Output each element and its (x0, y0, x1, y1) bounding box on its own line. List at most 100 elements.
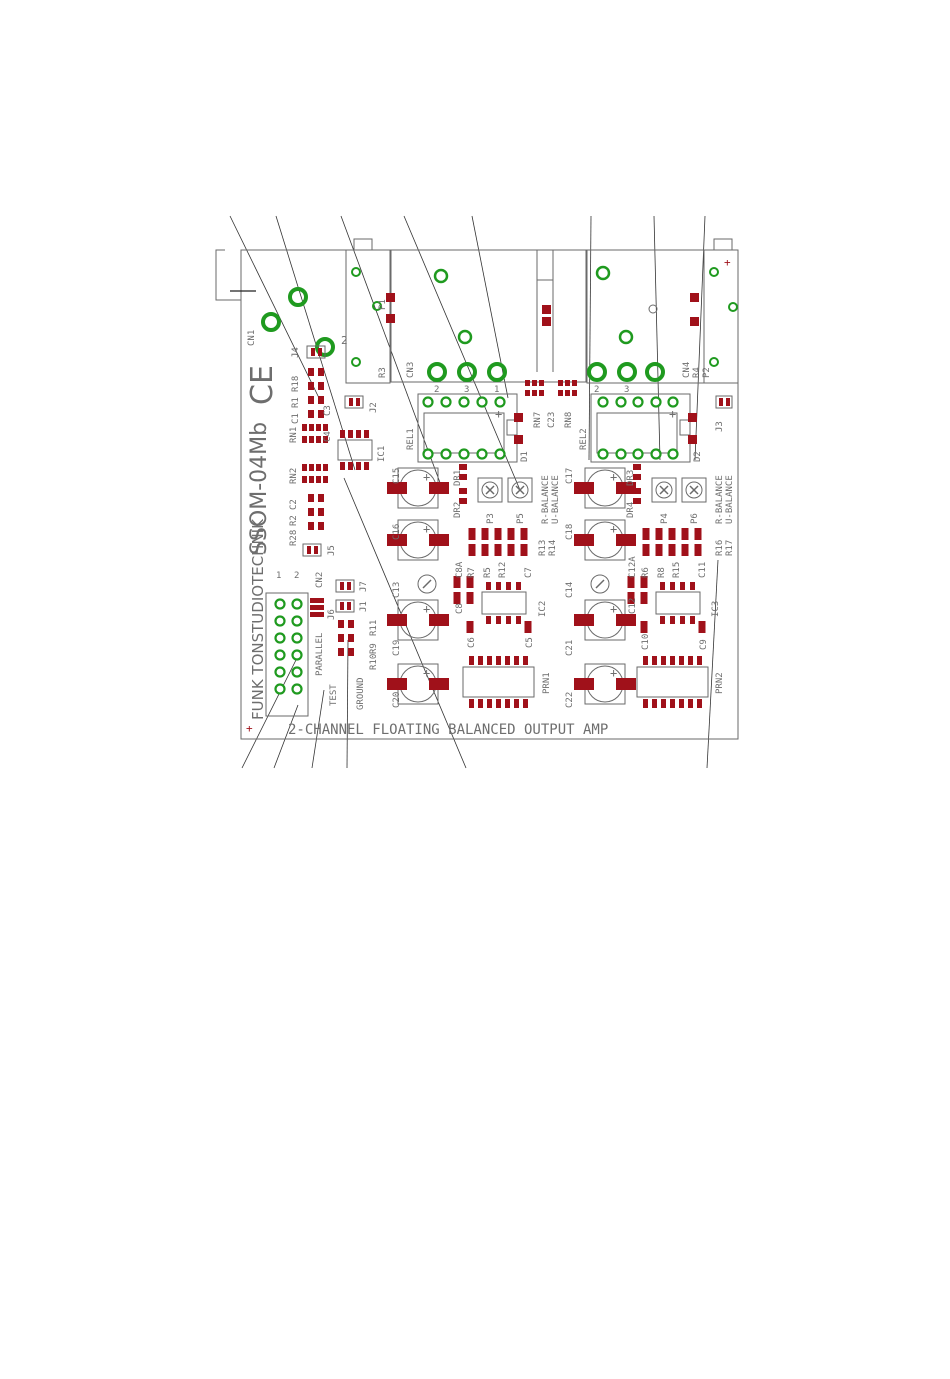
svg-text:C15: C15 (392, 468, 402, 484)
svg-text:C5: C5 (525, 637, 535, 648)
svg-text:SSOM-04Mb: SSOM-04Mb (247, 422, 272, 555)
svg-text:2: 2 (434, 385, 439, 395)
svg-text:TEST: TEST (329, 684, 339, 706)
svg-text:DR3: DR3 (626, 470, 636, 486)
left-column-components: FUNK TONSTUDIOTECHNIK SSOM-04Mb CE + J4 … (245, 345, 387, 735)
svg-text:C2: C2 (289, 499, 299, 510)
svg-text:1: 1 (276, 571, 281, 581)
svg-text:C19: C19 (392, 640, 402, 656)
svg-text:C21: C21 (565, 640, 575, 656)
svg-text:J7: J7 (359, 581, 369, 592)
cn3-connector: 2 3 1 CN3 R3 P1 (345, 249, 587, 395)
svg-text:3: 3 (464, 385, 469, 395)
svg-text:C17: C17 (565, 468, 575, 484)
cn4-connector: 2 3 + CN4 R4 P2 (586, 249, 739, 395)
svg-text:P6: P6 (690, 513, 700, 524)
svg-text:J4: J4 (291, 347, 301, 358)
svg-text:J5: J5 (327, 545, 337, 556)
svg-text:R15: R15 (672, 562, 682, 578)
svg-text:R-BALANCE: R-BALANCE (715, 475, 725, 524)
svg-text:3: 3 (624, 385, 629, 395)
svg-text:C11: C11 (698, 562, 708, 578)
svg-text:P2: P2 (702, 367, 712, 378)
svg-text:C1: C1 (291, 413, 301, 424)
svg-text:2: 2 (294, 571, 299, 581)
svg-text:DR2: DR2 (453, 502, 463, 518)
svg-text:C16: C16 (392, 524, 402, 540)
svg-text:PRN2: PRN2 (715, 672, 725, 694)
svg-text:C23: C23 (547, 412, 557, 428)
svg-text:+: + (246, 722, 253, 735)
svg-text:C8: C8 (455, 603, 465, 614)
svg-text:RN2: RN2 (289, 468, 299, 484)
svg-text:IC3: IC3 (711, 601, 721, 617)
cn1-connector: 2 CN1 (247, 287, 348, 357)
svg-text:J1: J1 (359, 601, 369, 612)
svg-text:DR1: DR1 (453, 470, 463, 486)
svg-text:CN3: CN3 (406, 362, 416, 378)
svg-text:REL2: REL2 (579, 428, 589, 450)
svg-text:R3: R3 (378, 367, 388, 378)
svg-text:R-BALANCE: R-BALANCE (541, 475, 551, 524)
svg-text:R16: R16 (715, 540, 725, 556)
svg-text:R9: R9 (369, 643, 379, 654)
svg-text:C12: C12 (628, 598, 638, 614)
svg-text:R5: R5 (483, 567, 493, 578)
svg-text:GROUND: GROUND (356, 677, 366, 710)
board-title: 2-CHANNEL FLOATING BALANCED OUTPUT AMP (288, 722, 608, 738)
svg-text:RN7: RN7 (533, 412, 543, 428)
svg-text:R2: R2 (289, 515, 299, 526)
svg-text:J2: J2 (369, 402, 379, 413)
svg-text:J6: J6 (327, 609, 337, 620)
svg-text:U-BALANCE: U-BALANCE (725, 475, 735, 524)
svg-text:RN8: RN8 (564, 412, 574, 428)
svg-text:C6: C6 (467, 637, 477, 648)
svg-text:DR4: DR4 (626, 502, 636, 518)
svg-text:C20: C20 (392, 692, 402, 708)
channel-2-components: C17 C18 C14 C21 C22 DR3 DR4 P4 P6 R-BALA… (565, 395, 735, 708)
svg-text:R18: R18 (291, 376, 301, 392)
svg-text:C18: C18 (565, 524, 575, 540)
svg-text:+: + (724, 256, 731, 269)
svg-text:C8A: C8A (455, 561, 465, 578)
svg-text:C22: C22 (565, 692, 575, 708)
svg-text:R14: R14 (548, 540, 558, 556)
svg-text:2: 2 (341, 334, 348, 347)
svg-text:C9: C9 (699, 639, 709, 650)
svg-text:IC1: IC1 (377, 446, 387, 462)
svg-text:R8: R8 (657, 567, 667, 578)
svg-text:+: + (669, 407, 676, 421)
svg-text:1: 1 (494, 385, 499, 395)
svg-text:R13: R13 (538, 540, 548, 556)
svg-text:CN4: CN4 (682, 362, 692, 378)
svg-text:R11: R11 (369, 620, 379, 636)
svg-text:IC2: IC2 (538, 601, 548, 617)
svg-text:J3: J3 (715, 421, 725, 432)
svg-text:U-BALANCE: U-BALANCE (551, 475, 561, 524)
svg-text:2: 2 (594, 385, 599, 395)
svg-text:P5: P5 (516, 513, 526, 524)
svg-text:C4: C4 (323, 431, 333, 442)
leader-lines-top (229, 215, 706, 491)
svg-text:D1: D1 (520, 451, 530, 462)
svg-text:+: + (495, 407, 502, 421)
svg-text:C13: C13 (392, 582, 402, 598)
svg-text:R6: R6 (641, 567, 651, 578)
svg-text:P1: P1 (378, 299, 388, 310)
relay-rel2: + REL2 D2 (579, 393, 703, 463)
svg-text:FUNK TONSTUDIOTECHNIK: FUNK TONSTUDIOTECHNIK (249, 518, 267, 720)
svg-text:PARALLEL: PARALLEL (315, 633, 325, 676)
svg-text:CN2: CN2 (315, 572, 325, 588)
relay-rel1: + REL1 D1 (406, 393, 530, 463)
svg-text:P3: P3 (486, 513, 496, 524)
channel-1-components: C15 C16 C13 C19 C20 DR1 DR2 P3 P5 R-BALA… (386, 464, 561, 708)
svg-text:R10: R10 (369, 654, 379, 670)
svg-text:C12A: C12A (628, 556, 638, 578)
svg-text:PRN1: PRN1 (542, 672, 552, 694)
rn7-rn8-array: RN7 C23 RN8 (525, 380, 577, 428)
svg-text:C7: C7 (524, 567, 534, 578)
svg-text:C10: C10 (641, 634, 651, 650)
svg-text:C3: C3 (323, 405, 333, 416)
svg-text:R7: R7 (467, 567, 477, 578)
